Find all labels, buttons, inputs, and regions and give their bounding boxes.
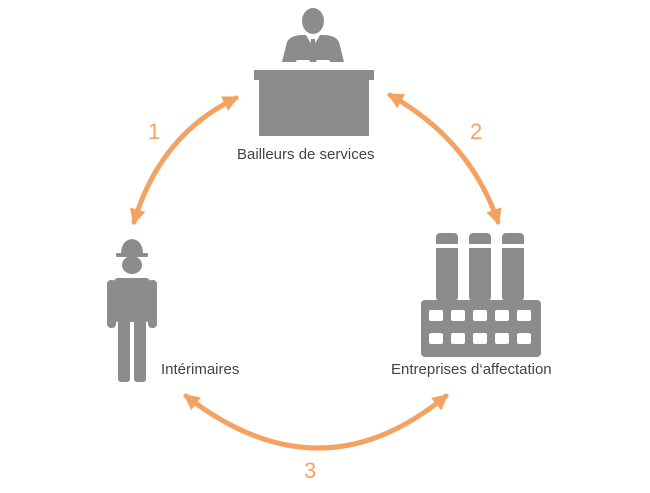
arrow-1 [130, 95, 239, 226]
label-interimaires: Intérimaires [161, 361, 240, 378]
arrow-3 [183, 393, 449, 451]
arrow-2-number: 2 [470, 119, 483, 144]
label-bailleurs: Bailleurs de services [237, 146, 375, 163]
construction-worker-icon [107, 239, 157, 382]
businessman-at-desk-icon [254, 8, 374, 136]
factory-icon [421, 233, 541, 357]
arrow-1-number: 1 [148, 119, 161, 144]
arrow-2 [387, 92, 502, 226]
label-entreprises: Entreprises d‘affectation [391, 361, 552, 378]
arrow-3-number: 3 [304, 458, 317, 483]
